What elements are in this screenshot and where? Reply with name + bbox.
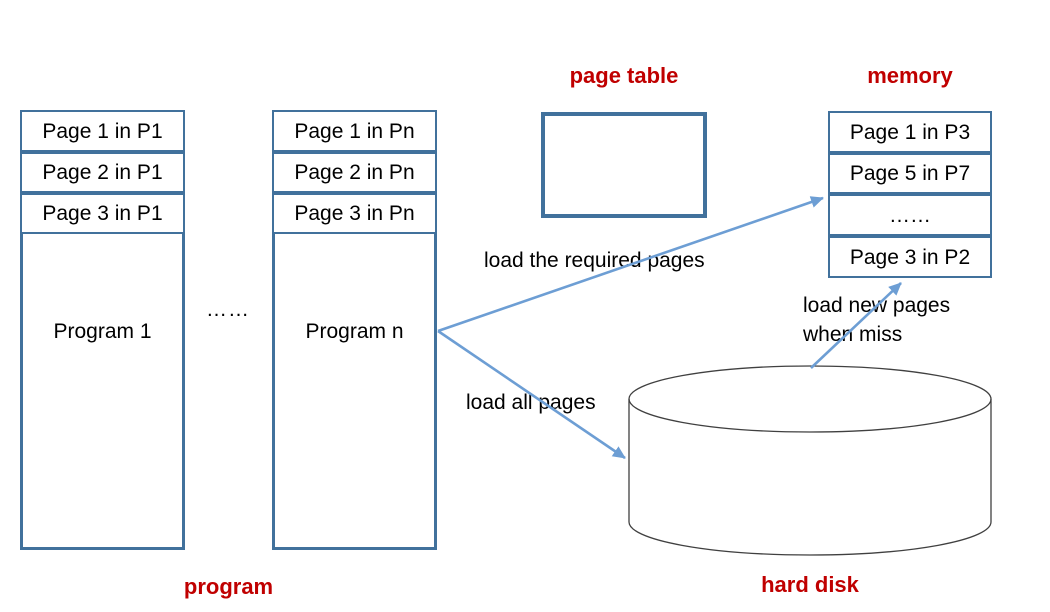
programs-ellipsis: …… (206, 298, 250, 321)
program1-name: Program 1 (53, 320, 152, 343)
load-required-label: load the required pages (484, 249, 705, 272)
load-new-label-line1: load new pages (803, 294, 951, 317)
memory-caption: memory (867, 63, 953, 88)
programN-page-row: Page 1 in Pn (272, 110, 437, 152)
hard-disk-caption: hard disk (761, 572, 859, 597)
program-caption: program (183, 574, 274, 599)
programN-name: Program n (305, 320, 404, 343)
page-table-box (541, 112, 707, 218)
program1-page-row: Page 1 in P1 (20, 110, 185, 152)
memory-row: Page 3 in P2 (828, 236, 992, 278)
hard-disk-cylinder (628, 365, 992, 556)
memory-row: Page 1 in P3 (828, 111, 992, 153)
program1-page-row: Page 2 in P1 (20, 152, 185, 193)
programN-page-row: Page 2 in Pn (272, 152, 437, 193)
memory-row: …… (828, 194, 992, 236)
load-new-label-line2: when miss (803, 323, 903, 346)
program1-page-row: Page 3 in P1 (20, 193, 185, 234)
programN-page-row: Page 3 in Pn (272, 193, 437, 234)
memory-row: Page 5 in P7 (828, 153, 992, 194)
load-all-label: load all pages (466, 391, 596, 414)
page-table-caption: page table (569, 63, 679, 88)
